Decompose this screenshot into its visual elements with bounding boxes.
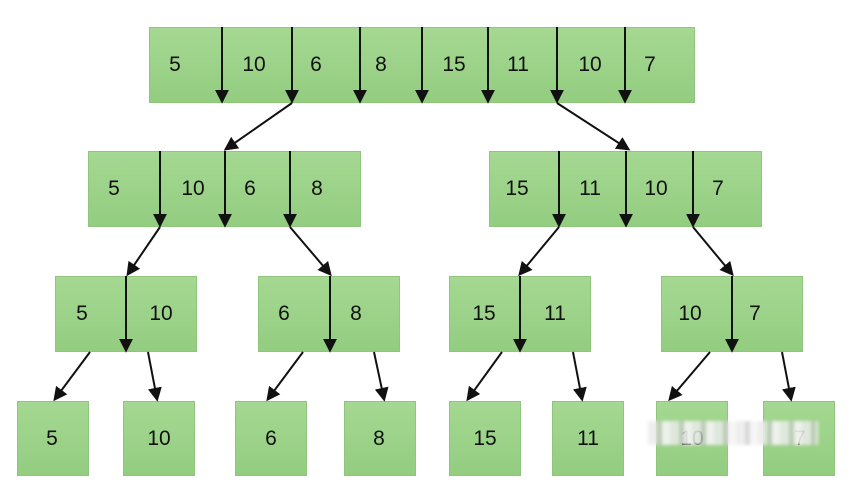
split-arrow — [556, 102, 631, 151]
array-element-value: 11 — [544, 302, 566, 325]
split-arrow — [572, 351, 587, 402]
array-box-level-3-5 — [552, 401, 624, 476]
array-box-level-3-0 — [17, 401, 89, 476]
array-element-value: 7 — [749, 302, 761, 325]
split-arrow — [692, 226, 734, 277]
array-element-value: 8 — [350, 302, 362, 325]
array-element-value: 10 — [678, 302, 702, 325]
array-element-value: 5 — [46, 426, 58, 450]
array-element-value: 5 — [169, 53, 181, 76]
array-element-value: 6 — [278, 302, 290, 325]
array-element-value: 10 — [181, 177, 205, 200]
array-element-value: 11 — [507, 53, 529, 76]
array-element-value: 15 — [505, 177, 529, 200]
array-element-value: 15 — [473, 426, 497, 450]
array-element-value: 6 — [244, 177, 256, 200]
split-arrow — [668, 351, 711, 402]
array-element-value: 5 — [76, 302, 88, 325]
split-arrow — [289, 226, 332, 277]
split-arrow — [266, 351, 304, 402]
array-element-value: 7 — [644, 53, 656, 76]
array-element-value: 10 — [147, 426, 171, 450]
array-element-value: 11 — [577, 426, 599, 450]
split-arrow — [466, 351, 503, 402]
split-arrow — [781, 351, 796, 402]
array-element-value: 8 — [375, 53, 387, 76]
watermark-blur — [648, 421, 818, 445]
split-arrow — [53, 351, 91, 402]
array-element-value: 10 — [644, 177, 668, 200]
array-element-value: 10 — [578, 53, 602, 76]
array-element-value: 6 — [310, 53, 322, 76]
split-arrow — [223, 102, 293, 151]
array-element-value: 15 — [472, 302, 496, 325]
split-arrow — [126, 226, 161, 277]
array-box-level-3-2 — [235, 401, 307, 476]
array-element-value: 7 — [712, 177, 724, 200]
split-arrow — [147, 351, 162, 402]
array-element-value: 8 — [311, 177, 323, 200]
array-element-value: 15 — [442, 53, 466, 76]
array-element-value: 10 — [149, 302, 173, 325]
split-arrow — [518, 226, 560, 277]
array-box-level-3-3 — [344, 401, 416, 476]
array-element-value: 6 — [265, 426, 277, 450]
array-element-value: 11 — [579, 177, 601, 200]
array-box-level-3-4 — [449, 401, 521, 476]
split-arrow — [373, 351, 389, 402]
array-element-value: 8 — [373, 426, 385, 450]
array-element-value: 5 — [108, 177, 120, 200]
array-element-value: 10 — [242, 53, 266, 76]
